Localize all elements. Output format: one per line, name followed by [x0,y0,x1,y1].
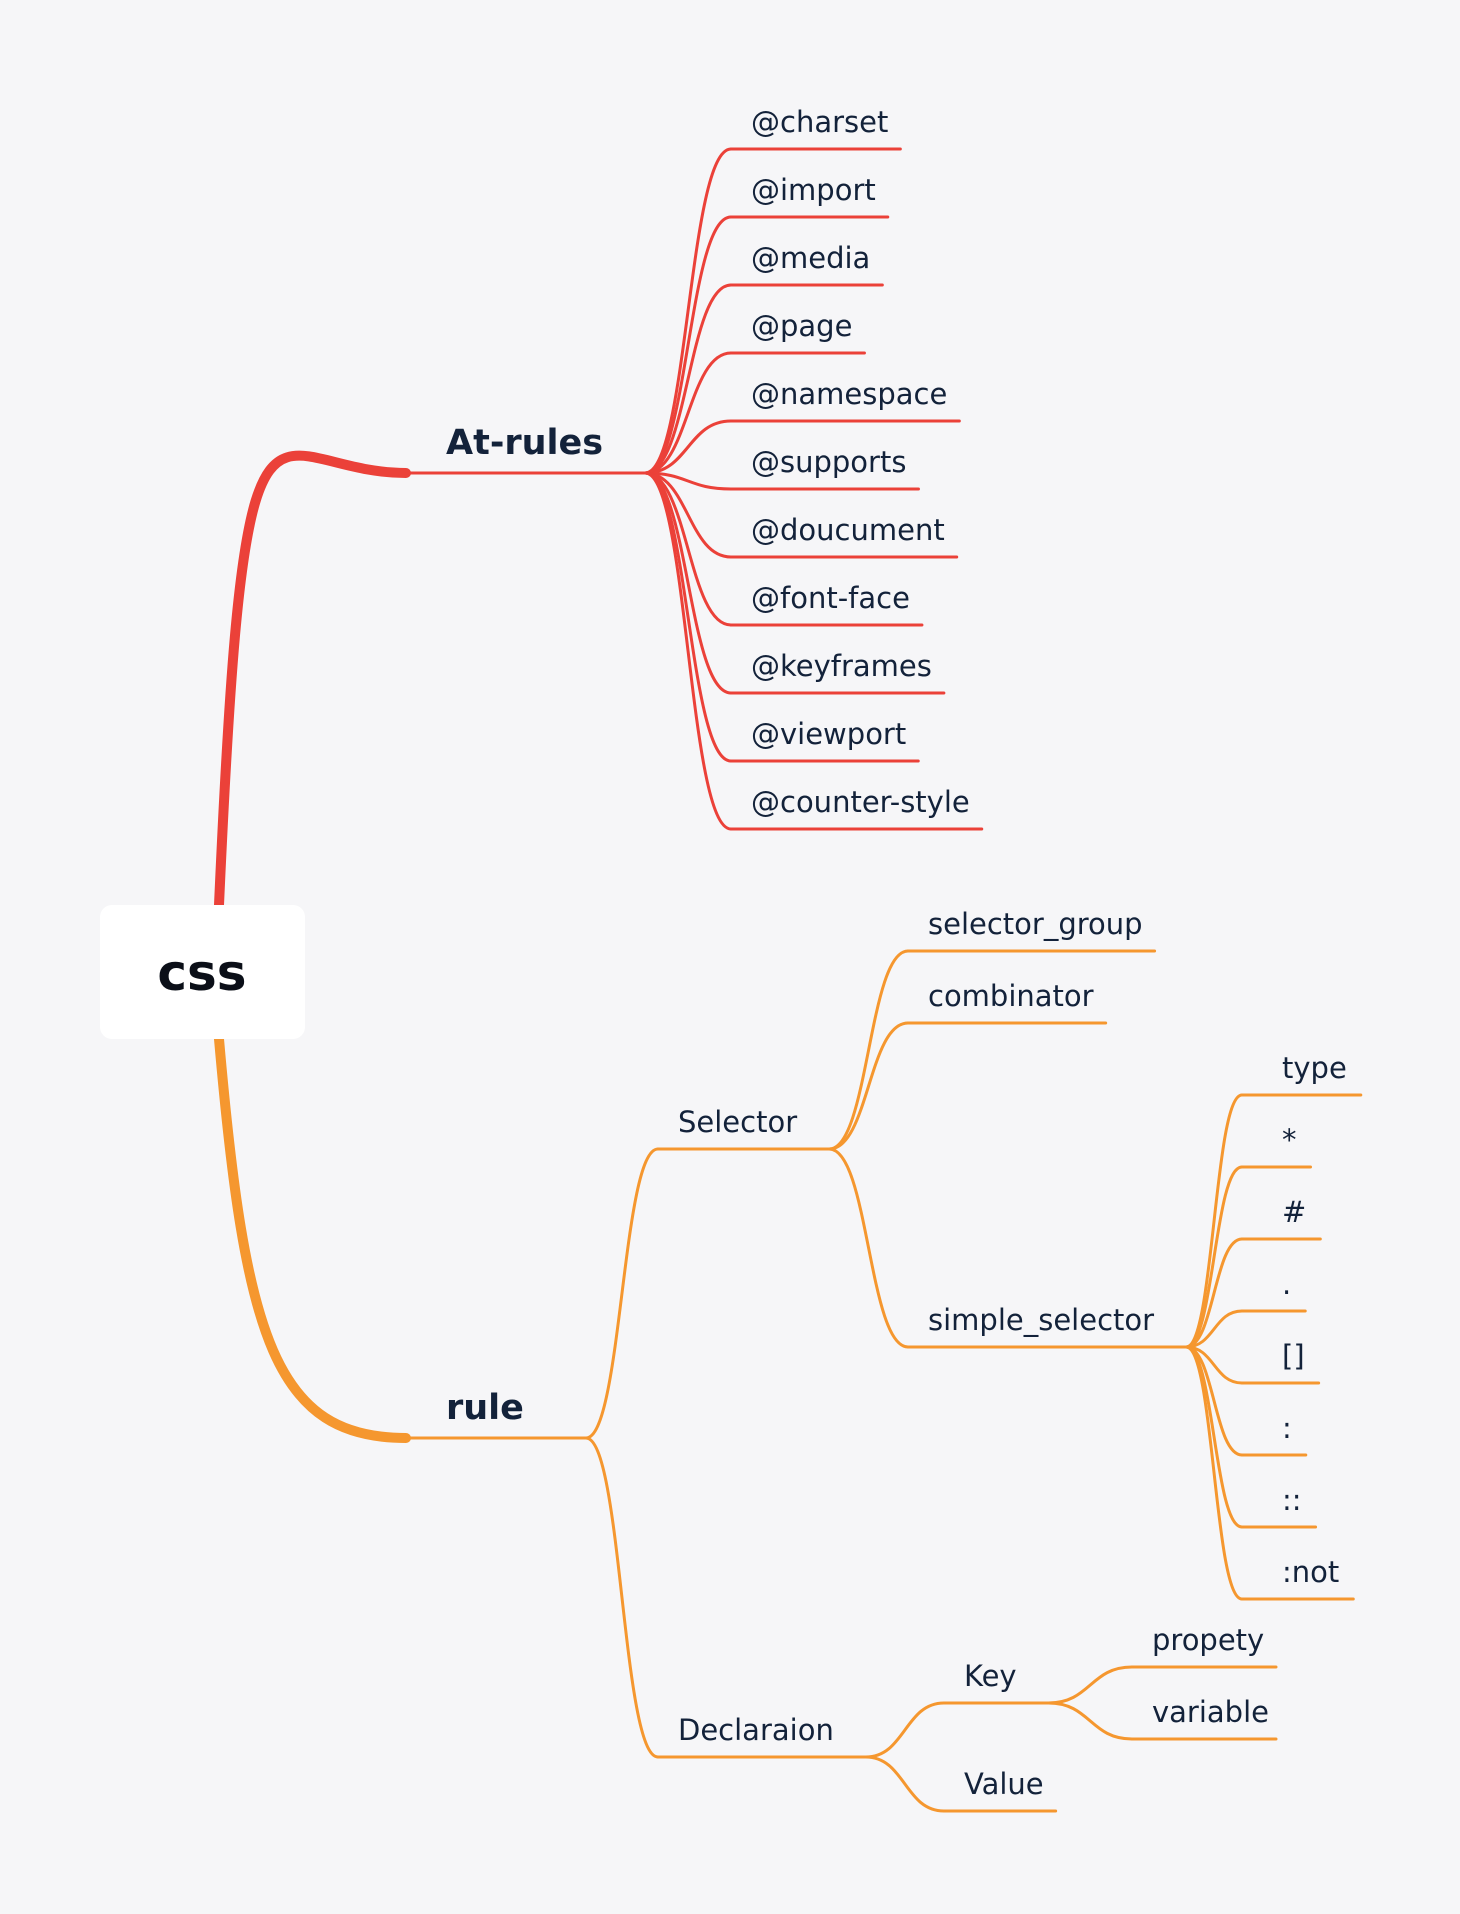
simple-selector-item-connector [1184,1165,1244,1349]
at-rule-item[interactable]: @page [751,309,852,343]
root-node[interactable]: css [100,905,305,1039]
at-rule-item[interactable]: @import [751,173,876,207]
simple-selector-item-connector [1184,1093,1244,1349]
simple-selector-item[interactable]: : [1282,1411,1292,1445]
at-rule-connector [643,419,733,475]
at-rule-item[interactable]: @supports [751,445,906,479]
simple-selector-item-connector [1184,1345,1244,1529]
simple-selector-item[interactable]: [] [1282,1339,1305,1373]
root-box [100,905,305,1039]
root-to-at-rules-trunk [214,450,411,910]
declaration-to-key-connector [864,1701,946,1759]
at-rules-children: @charset @import @media @page @namespace… [751,105,970,819]
at-rule-connector [643,351,733,475]
simple-selector-connector [827,1147,910,1349]
declaration-to-value-connector [864,1755,946,1813]
root-to-rule-trunk [214,1034,411,1443]
at-rule-item[interactable]: @namespace [751,377,947,411]
key-item[interactable]: variable [1152,1695,1269,1729]
simple-selector-item[interactable]: type [1282,1051,1347,1085]
simple-selector-item-connector [1184,1345,1244,1385]
at-rule-connector [643,471,733,491]
at-rule-item[interactable]: @keyframes [751,649,932,683]
at-rule-connector [643,147,733,475]
selector-group-label[interactable]: selector_group [928,907,1143,941]
value-label[interactable]: Value [964,1767,1044,1801]
declaration-label[interactable]: Declaraion [678,1713,834,1747]
at-rule-item[interactable]: @counter-style [751,785,970,819]
key-item-connector [1047,1665,1134,1705]
selector-label[interactable]: Selector [678,1105,797,1139]
at-rules-label[interactable]: At-rules [446,423,603,463]
at-rule-item[interactable]: @doucument [751,513,945,547]
simple-selector-item[interactable]: * [1282,1123,1297,1157]
at-rule-connector [643,471,733,627]
root-label: css [157,944,246,1002]
at-rule-item[interactable]: @viewport [751,717,906,751]
selector-group-connector [827,949,910,1151]
simple-selector-children: type * # . [] : :: :not [1282,1051,1347,1589]
simple-selector-item-connector [1184,1237,1244,1349]
simple-selector-item[interactable]: # [1282,1195,1306,1229]
combinator-connector [827,1021,910,1151]
combinator-label[interactable]: combinator [928,979,1094,1013]
at-rule-connector [643,471,733,559]
connector-lines [214,147,1363,1813]
at-rule-item[interactable]: @charset [751,105,888,139]
at-rule-connector [643,215,733,475]
at-rule-connector [643,283,733,475]
at-rule-connector [643,471,733,831]
simple-selector-item[interactable]: :not [1282,1555,1339,1589]
simple-selector-item[interactable]: :: [1282,1483,1302,1517]
simple-selector-item[interactable]: . [1282,1267,1291,1301]
rule-to-declaration-connector [584,1436,660,1759]
key-item-connector [1047,1701,1134,1741]
rule-label[interactable]: rule [446,1388,524,1428]
rule-to-selector-connector [584,1147,660,1440]
simple-selector-label[interactable]: simple_selector [928,1303,1154,1337]
at-rule-item[interactable]: @media [751,241,870,275]
key-item[interactable]: propety [1152,1623,1264,1657]
simple-selector-item-connector [1184,1345,1244,1601]
simple-selector-item-connector [1184,1309,1244,1349]
key-label[interactable]: Key [964,1659,1017,1693]
at-rule-item[interactable]: @font-face [751,581,910,615]
